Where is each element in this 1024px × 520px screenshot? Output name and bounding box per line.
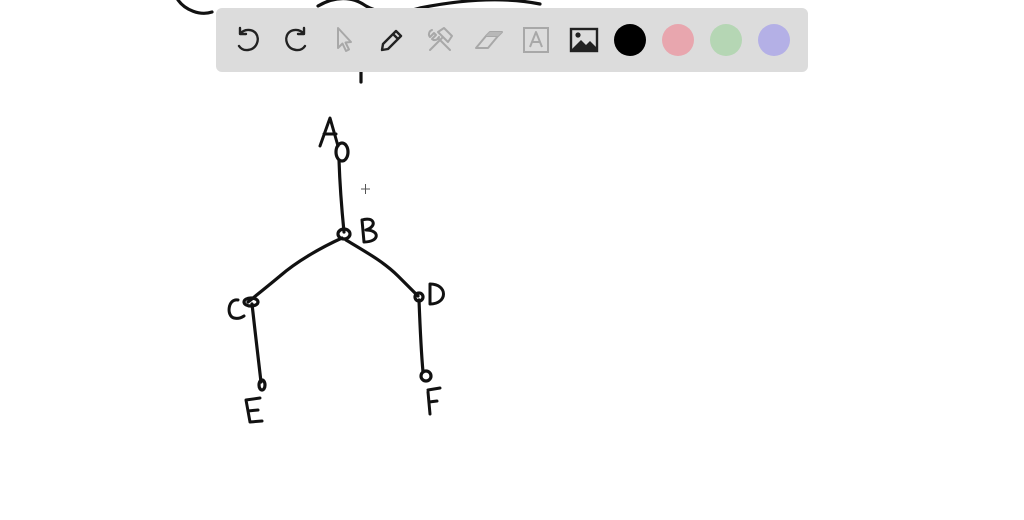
node-f-circle (419, 369, 433, 383)
pen-button[interactable] (374, 22, 410, 58)
node-b-circle (336, 227, 352, 241)
image-button[interactable] (566, 22, 602, 58)
edge-a-b (337, 158, 346, 234)
label-a (318, 116, 340, 148)
edge-b-d (344, 238, 420, 298)
select-button[interactable] (326, 22, 362, 58)
node-c-circle (242, 296, 260, 308)
color-green-swatch[interactable] (710, 24, 742, 56)
label-b (360, 217, 378, 244)
edge-c-e (250, 302, 263, 384)
node-a-circle (334, 141, 350, 163)
label-e (244, 396, 264, 424)
tools-button[interactable] (422, 22, 458, 58)
label-f (426, 386, 442, 416)
undo-icon (237, 26, 259, 52)
text-button[interactable] (518, 22, 554, 58)
text-box-icon (523, 27, 549, 53)
image-icon (569, 27, 599, 53)
redo-icon (285, 26, 307, 52)
undo-button[interactable] (230, 22, 266, 58)
label-d (428, 282, 445, 306)
color-pink-swatch[interactable] (662, 24, 694, 56)
crosshair-cursor (361, 184, 370, 194)
pencil-icon (380, 29, 403, 52)
redo-button[interactable] (278, 22, 314, 58)
edge-d-f (417, 298, 425, 374)
node-d-circle (413, 291, 425, 303)
node-e-circle (257, 378, 267, 392)
pointer-icon (337, 27, 352, 52)
color-lavender-swatch[interactable] (758, 24, 790, 56)
label-c (227, 298, 246, 320)
edge-b-c (246, 236, 344, 304)
hammer-wrench-icon (427, 27, 453, 51)
drawing-toolbar (216, 8, 808, 72)
eraser-button[interactable] (470, 22, 506, 58)
eraser-icon (475, 31, 503, 49)
color-black-swatch[interactable] (614, 24, 646, 56)
